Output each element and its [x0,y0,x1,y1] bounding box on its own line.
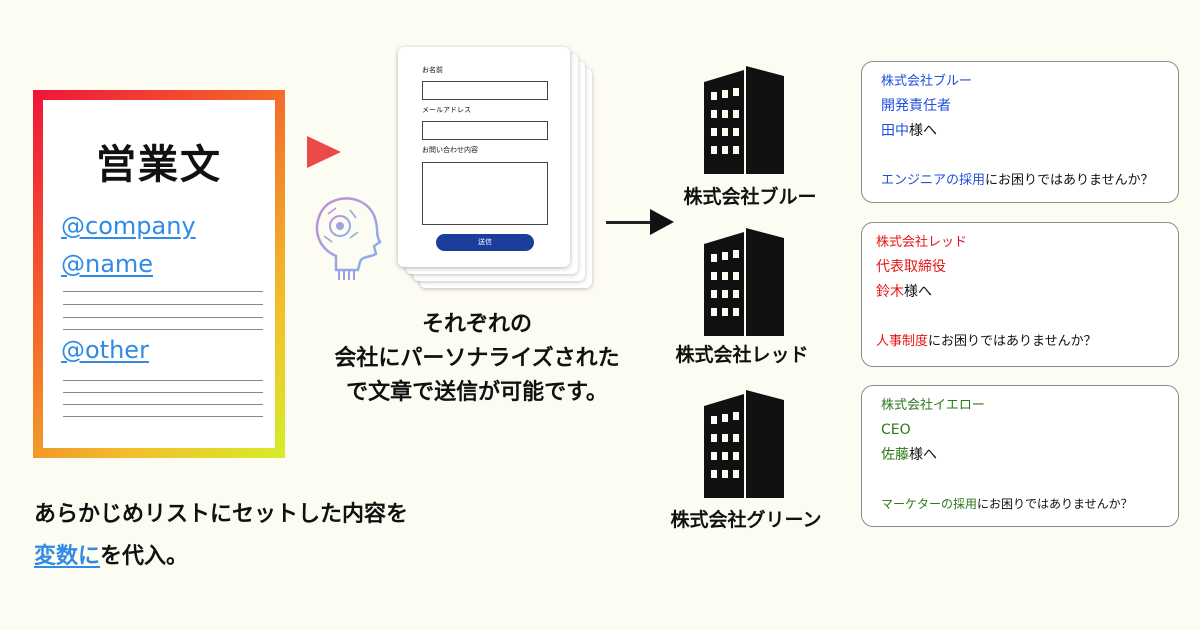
text-line [63,317,263,318]
arrow-right-icon [650,209,674,235]
building-icon [704,390,784,498]
template-document-page: 営業文 @company @name @other [43,100,275,448]
card-role: 開発責任者 [881,98,951,114]
text-line [63,329,263,330]
inquiry-field[interactable] [422,162,548,225]
card-honorific: 様へ [909,123,937,139]
arrow-line [606,221,654,224]
caption-line-1: それぞれの [421,312,532,337]
company-name-blue: 株式会社ブルー [683,186,817,208]
bottom-description: あらかじめリストにセットした内容を 変数にを代入。 [34,494,408,578]
name-field[interactable] [422,81,548,100]
email-label: メールアドレス [422,106,471,114]
variable-name: @name [61,250,154,278]
message-card-red: 株式会社レッド 代表取締役 鈴木様へ 人事制度にお困りではありませんか？ [861,222,1179,367]
card-company: 株式会社レッド [876,235,968,250]
bottom-line-1: あらかじめリストにセットした内容を [34,502,409,527]
text-line [63,416,263,417]
ai-head-icon [306,192,382,282]
inquiry-label: お問い合わせ内容 [422,146,478,154]
text-line [63,380,263,381]
card-question: にお困りではありませんか？ [928,334,1097,349]
card-question: にお困りではありませんか？ [985,173,1154,188]
card-honorific: 様へ [909,447,937,463]
template-document: 営業文 @company @name @other [33,90,285,458]
card-person: 鈴木 [876,284,904,300]
caption-line-3: で文章で送信が可能です。 [346,380,608,405]
caption-line-2: 会社にパーソナライズされた [334,346,620,371]
card-question: にお困りではありませんか？ [977,497,1133,511]
caption: それぞれの 会社にパーソナライズされた で文章で送信が可能です。 [302,308,652,410]
card-honorific: 様へ [904,284,932,300]
contact-form: お名前 メールアドレス お問い合わせ内容 送信 [398,47,570,267]
card-role: CEO [881,422,911,438]
card-person: 田中 [881,123,909,139]
submit-button[interactable]: 送信 [436,234,534,251]
card-company: 株式会社ブルー [881,74,973,89]
card-topic: エンジニアの採用 [881,173,986,188]
text-line [63,304,263,305]
template-title: 営業文 [96,142,222,188]
text-line [63,392,263,393]
card-role: 代表取締役 [876,259,946,275]
name-label: お名前 [422,66,443,74]
company-name-green: 株式会社グリーン [670,509,822,531]
card-person: 佐藤 [881,447,909,463]
building-icon [704,228,784,336]
bottom-line-2: 変数にを代入。 [34,536,408,578]
building-icon [704,66,784,174]
text-line [63,291,263,292]
variable-company: @company [61,212,196,240]
card-topic: マーケターの採用 [881,497,978,511]
bottom-line-2-rest: を代入。 [100,544,189,569]
company-name-red: 株式会社レッド [675,344,809,366]
text-line [63,404,263,405]
email-field[interactable] [422,121,548,140]
message-card-blue: 株式会社ブルー 開発責任者 田中様へ エンジニアの採用にお困りではありませんか？ [861,61,1179,203]
play-arrow-icon [307,136,341,168]
card-company: 株式会社イエロー [881,398,985,413]
variable-other: @other [61,336,149,364]
message-card-green: 株式会社イエロー CEO 佐藤様へ マーケターの採用にお困りではありませんか？ [861,385,1179,527]
card-topic: 人事制度 [876,334,929,349]
highlight-variable: 変数に [34,544,101,569]
